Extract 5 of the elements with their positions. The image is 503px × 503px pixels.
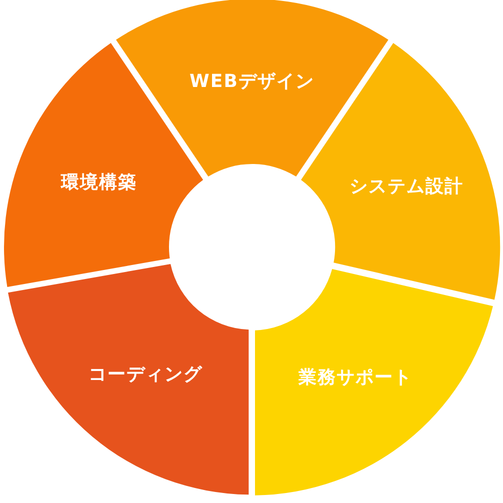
segment-label: コーディング — [88, 363, 202, 386]
segment-label: 業務サポート — [298, 366, 412, 389]
segment-label: 環境構築 — [61, 171, 138, 194]
segment-label: システム設計 — [349, 175, 464, 198]
segment-label: WEBデザイン — [190, 70, 314, 93]
